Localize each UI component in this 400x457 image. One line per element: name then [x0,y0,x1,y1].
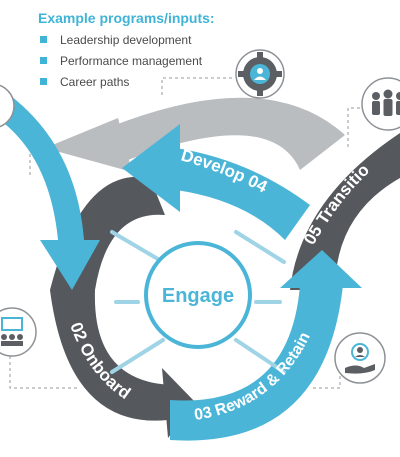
connector-line [161,77,232,98]
connector-line [9,339,78,389]
team-icon [361,77,400,131]
reward-arrow [170,250,362,441]
center-spokes [110,230,286,374]
legend-item: Career paths [38,74,268,95]
legend: Example programs/inputs: Leadership deve… [38,10,268,95]
transition-back-arrow [45,97,345,172]
bullet-icon [40,57,47,64]
classroom-icon [0,307,37,357]
develop-arrow [122,124,310,240]
connector-line [347,107,360,150]
bullet-icon [40,36,47,43]
engage-label: Engage [162,285,234,307]
legend-item: Leadership development [38,32,268,53]
attract-arrow [0,88,100,290]
legend-item-label: Performance management [60,54,203,68]
hand-person-icon [334,332,386,384]
legend-item: Performance management [38,53,268,74]
transition-arrow [290,133,400,290]
bullet-icon [40,78,47,85]
legend-item-label: Leadership development [60,33,192,47]
person-icon [0,84,15,128]
engage-circle: Engage [144,241,252,349]
legend-item-label: Career paths [60,75,130,89]
legend-list: Leadership development Performance manag… [38,32,268,95]
org-chart-gear-icon [235,49,285,99]
legend-title: Example programs/inputs: [38,10,215,26]
